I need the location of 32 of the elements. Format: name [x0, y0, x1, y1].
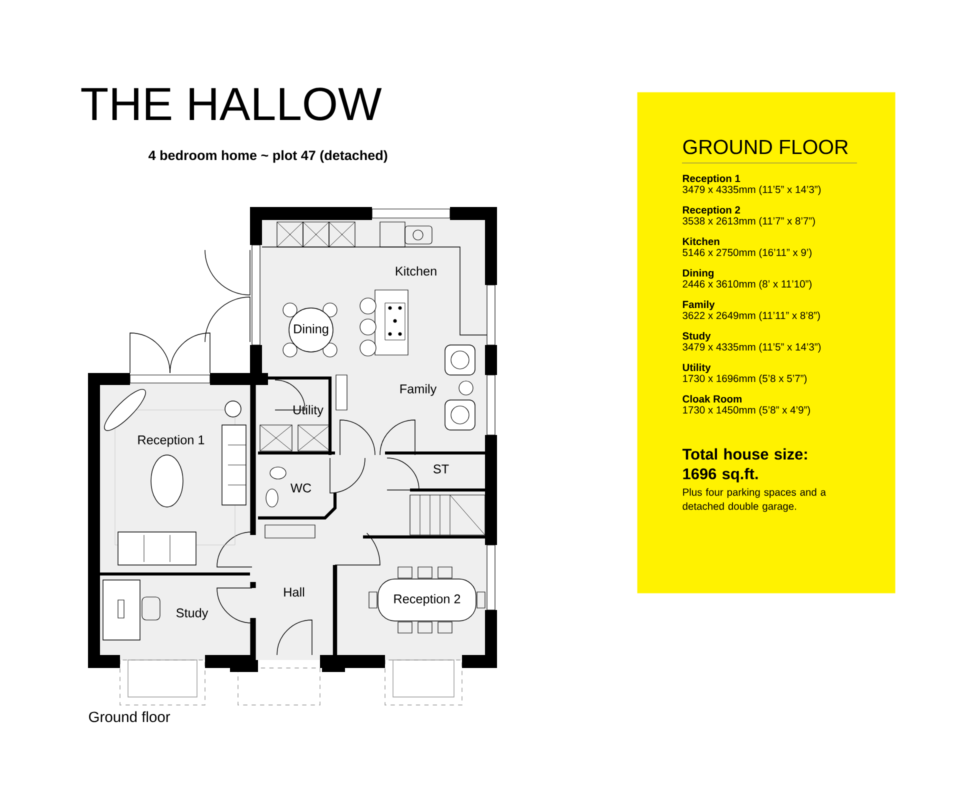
room-label: Study	[176, 608, 208, 620]
room-name: Kitchen	[682, 238, 720, 246]
room-name: Family	[682, 300, 715, 310]
room-size: 3479 x 4335mm (11’5” x 14’3”)	[682, 343, 821, 353]
caption: Ground floor	[89, 711, 170, 722]
room-label: Family	[400, 384, 437, 396]
room-label: WC	[290, 484, 312, 492]
subtitle: 4 bedroom home ~ plot 47 (detached)	[148, 150, 388, 163]
room-name: Reception 2	[682, 206, 740, 216]
total-size: Total house size: 1696 sq.ft.	[682, 448, 807, 482]
room-label: Reception 2	[394, 594, 460, 606]
room-label: Hall	[284, 587, 304, 597]
room-label: Kitchen	[396, 266, 436, 276]
room-size: 5146 x 2750mm (16’11” x 9’)	[682, 248, 812, 258]
room-size: 2446 x 3610mm (8’ x 11’10”)	[682, 280, 812, 290]
room-label: ST	[434, 464, 449, 474]
room-size: 3538 x 2613mm (11’7” x 8’7”)	[682, 217, 815, 227]
room-name: Reception 1	[682, 174, 740, 184]
room-size: 1730 x 1696mm (5’8 x 5’7”)	[683, 374, 807, 384]
room-name: Utility	[682, 364, 711, 374]
room-size: 3479 x 4335mm (11’5” x 14’3”)	[682, 186, 821, 196]
room-label: Reception 1	[138, 435, 204, 447]
room-label: Utility	[294, 405, 324, 417]
room-name: Cloak Room	[682, 395, 742, 403]
room-name: Study	[682, 332, 711, 342]
room-name: Dining	[682, 269, 714, 279]
title: THE HALLOW	[81, 88, 382, 120]
room-label: Dining	[294, 324, 328, 336]
panel-heading: GROUND FLOOR	[683, 140, 848, 154]
note-text: Plus four parking spaces and a detached double garage.	[682, 488, 826, 512]
room-size: 1730 x 1450mm (5’8” x 4’9”)	[683, 406, 810, 416]
room-size: 3622 x 2649mm (11’11” x 8’8”)	[682, 312, 820, 322]
